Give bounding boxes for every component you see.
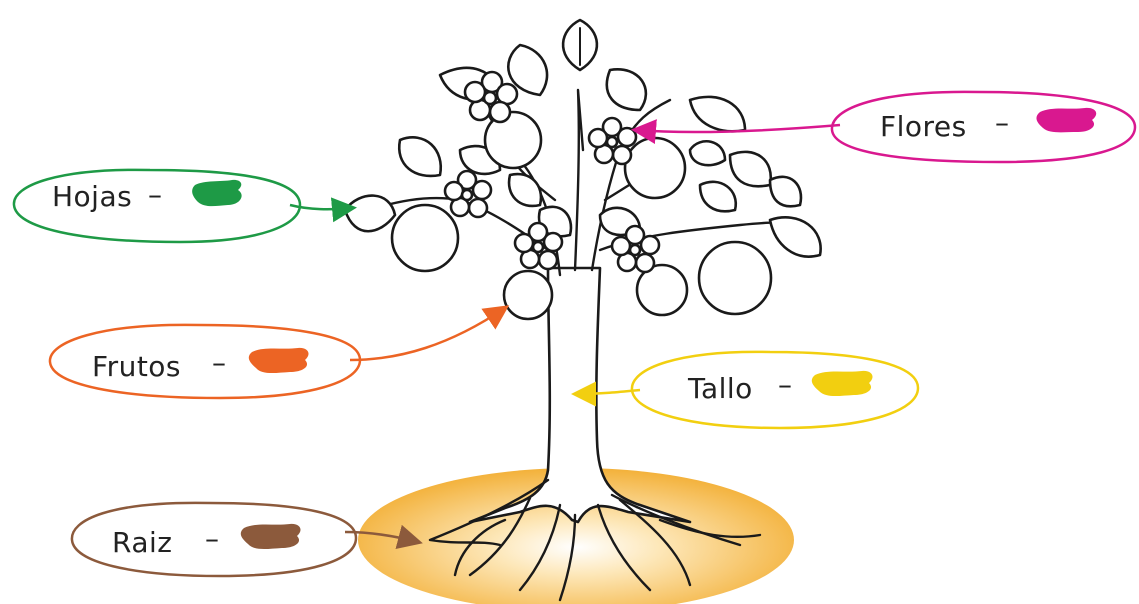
hojas-label-text: Hojas (52, 180, 132, 213)
tallo-bubble (632, 352, 918, 428)
raiz-label-text: Raiz (112, 526, 172, 559)
hojas-swatch (192, 180, 241, 206)
label-frutos: Frutos – (50, 308, 505, 398)
tallo-label-text: Tallo (687, 372, 753, 405)
label-hojas: Hojas – (14, 170, 352, 242)
hojas-dash: – (148, 178, 163, 211)
tallo-swatch (812, 371, 873, 396)
flores-label-text: Flores (880, 110, 967, 143)
frutos-swatch (249, 348, 309, 373)
frutos-dash: – (212, 346, 227, 379)
label-tallo: Tallo – (576, 352, 918, 428)
tallo-dash: – (778, 368, 793, 401)
frutos-arrow (350, 308, 505, 360)
flores-swatch (1036, 108, 1096, 132)
raiz-dash: – (205, 522, 220, 555)
flores-dash: – (995, 106, 1010, 139)
frutos-label-text: Frutos (92, 350, 181, 383)
raiz-swatch (241, 524, 301, 549)
